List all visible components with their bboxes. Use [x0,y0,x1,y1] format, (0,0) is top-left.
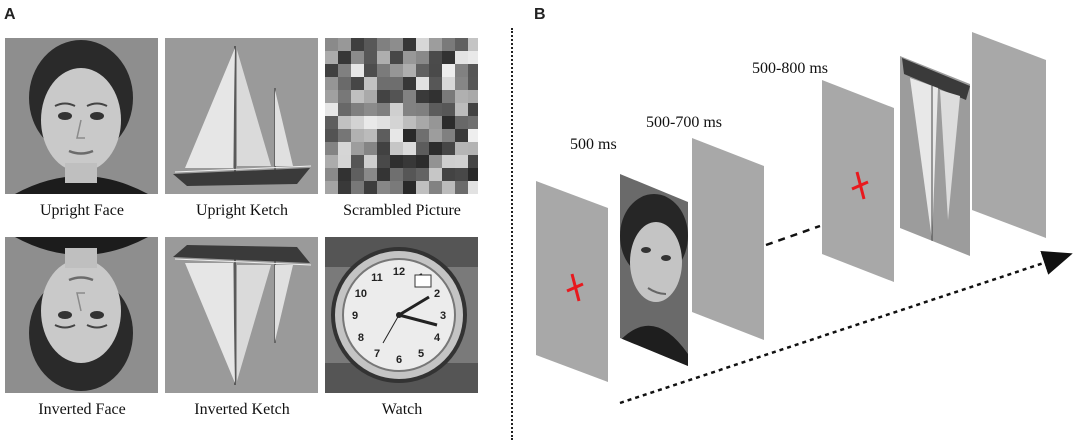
caption-inverted-face: Inverted Face [38,401,126,418]
duration-label-fixation: 500-800 ms [752,60,828,77]
svg-text:12: 12 [393,266,405,278]
duration-label-blank: 500-700 ms [646,114,722,131]
trial-timeline-diagram: 500 ms 500-700 ms 500-800 ms [536,32,1073,405]
svg-text:5: 5 [418,348,424,360]
scrambled-picture [325,38,478,194]
svg-text:3: 3 [440,310,446,322]
inverted-ketch-stimulus-screen [900,56,970,256]
svg-text:2: 2 [434,288,440,300]
panel-divider [511,28,513,440]
fixation-cross-2 [851,171,869,200]
caption-upright-face: Upright Face [40,202,124,219]
svg-text:11: 11 [371,272,383,284]
inverted-ketch-photo [165,237,318,393]
svg-text:6: 6 [396,354,402,366]
panel-a-label: A [4,6,16,23]
upright-ketch-photo [165,38,318,194]
svg-text:9: 9 [352,310,358,322]
caption-watch: Watch [381,401,423,418]
time-arrow [619,250,1073,405]
caption-inverted-ketch: Inverted Ketch [194,401,290,418]
blank-screen-1 [692,138,764,340]
fixation-cross-1 [566,273,584,302]
duration-label-face: 500 ms [570,136,617,153]
panel-b-label: B [534,6,546,23]
svg-text:4: 4 [434,332,441,344]
svg-text:8: 8 [358,332,364,344]
svg-text:7: 7 [374,348,380,360]
svg-text:10: 10 [355,288,367,300]
upright-face-photo [5,38,158,194]
gap-dashes [765,224,821,247]
face-stimulus-screen [620,174,688,366]
caption-scrambled-picture: Scrambled Picture [343,202,461,219]
caption-upright-ketch: Upright Ketch [196,202,288,219]
inverted-face-photo [5,237,158,393]
fixation-screen-1 [536,181,608,382]
watch-photo: 121234567891011 [325,237,478,393]
blank-screen-2 [972,32,1046,238]
